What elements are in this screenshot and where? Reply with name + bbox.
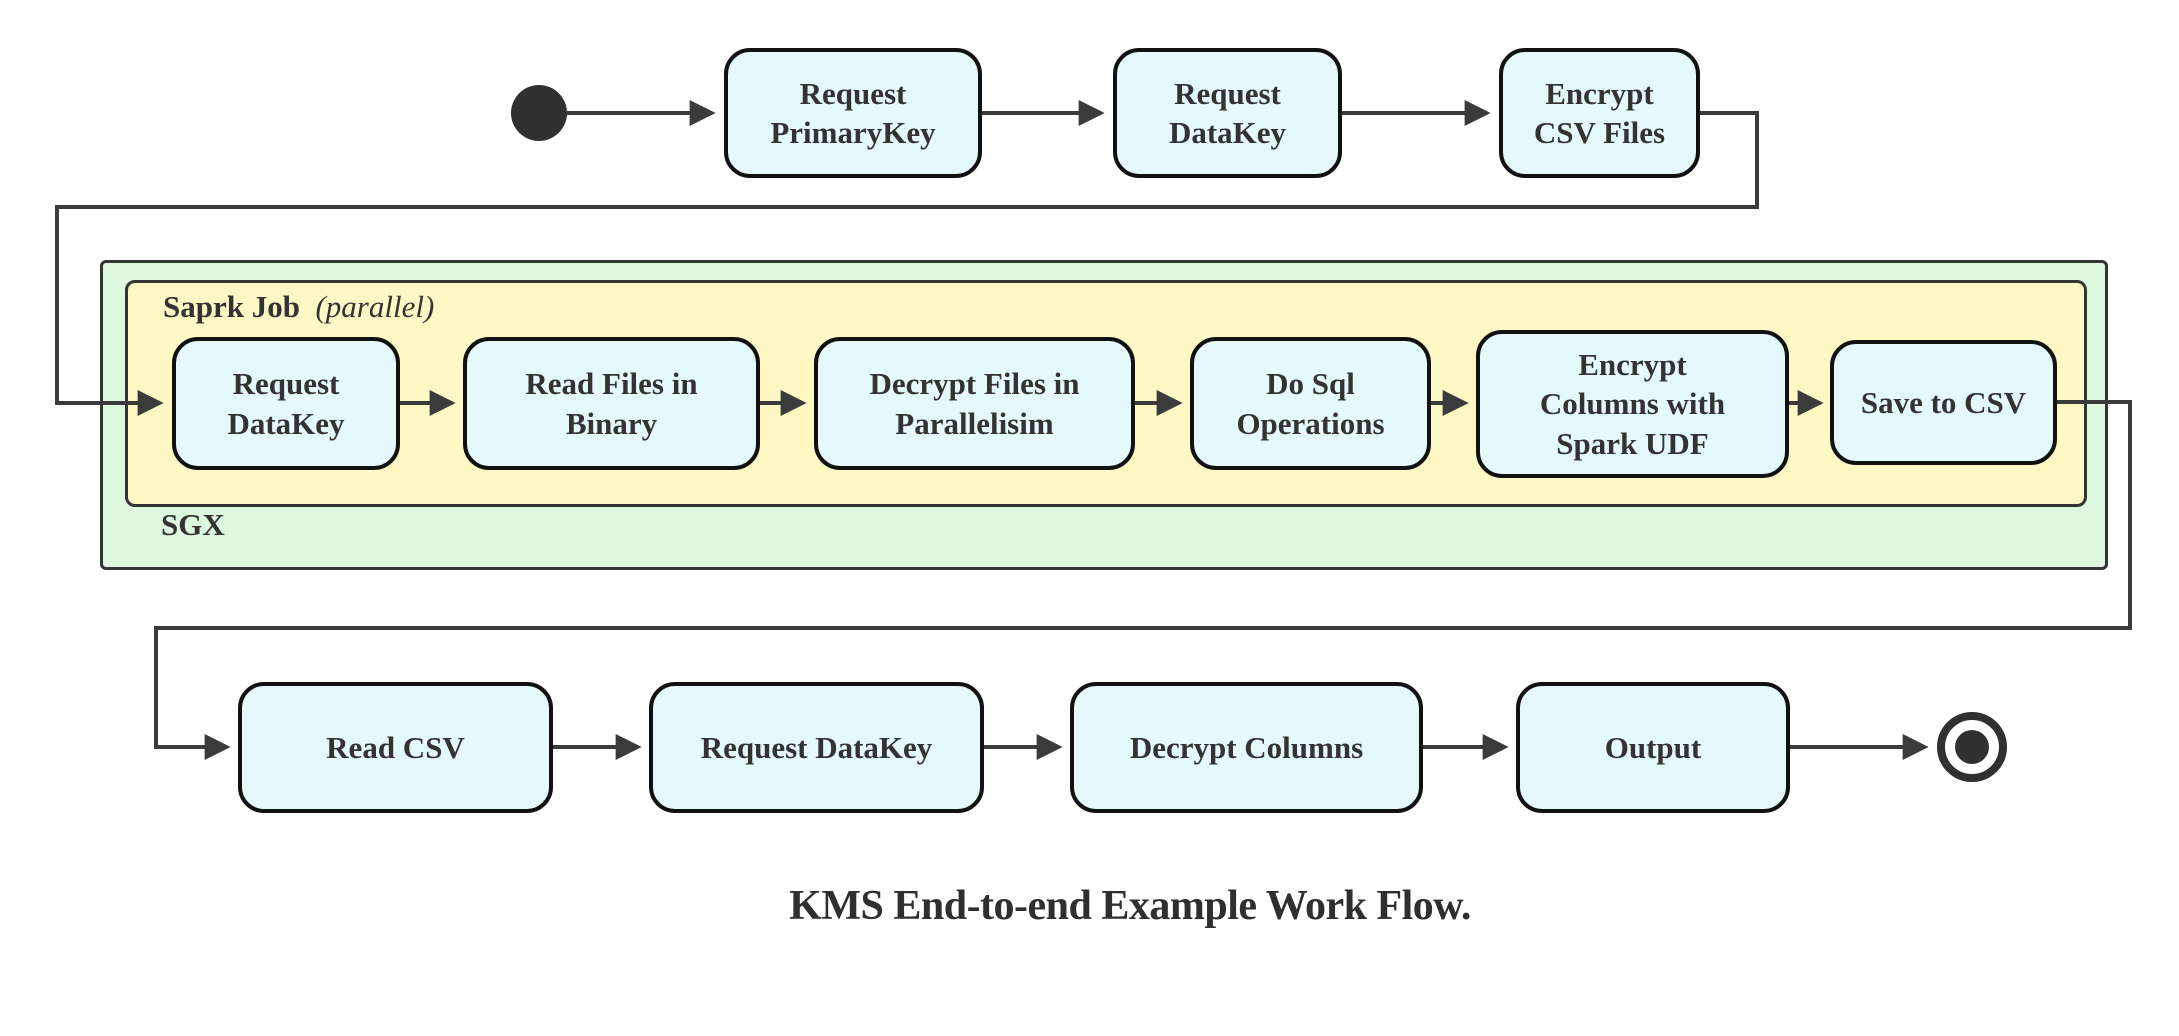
state-node-save-to-csv: Save to CSV [1830, 340, 2057, 465]
state-node-do-sql-operations: Do Sql Operations [1190, 337, 1431, 470]
end-state-icon [1937, 712, 2007, 782]
diagram-caption: KMS End-to-end Example Work Flow. [789, 883, 1471, 929]
state-node-encrypt-columns-with-spark-udf: Encrypt Columns with Spark UDF [1476, 330, 1789, 478]
state-node-read-files-in-binary: Read Files in Binary [463, 337, 760, 470]
state-node-decrypt-columns: Decrypt Columns [1070, 682, 1423, 813]
sgx-container-label: SGX [161, 507, 225, 542]
spark-job-container-label: Saprk Job (parallel) [163, 289, 435, 324]
end-state-inner-dot [1955, 730, 1989, 764]
spark-job-label-bold: Saprk Job [163, 289, 300, 324]
state-node-output: Output [1516, 682, 1790, 813]
state-node-read-csv: Read CSV [238, 682, 553, 813]
state-node-request-datakey-top: Request DataKey [1113, 48, 1342, 178]
state-node-request-primarykey: Request PrimaryKey [724, 48, 982, 178]
state-node-request-datakey-sgx: Request DataKey [172, 337, 400, 470]
start-state-icon [511, 85, 567, 141]
state-node-request-datakey-bottom: Request DataKey [649, 682, 984, 813]
state-node-encrypt-csv-files: Encrypt CSV Files [1499, 48, 1700, 178]
state-node-decrypt-files-in-parallelisim: Decrypt Files in Parallelisim [814, 337, 1135, 470]
